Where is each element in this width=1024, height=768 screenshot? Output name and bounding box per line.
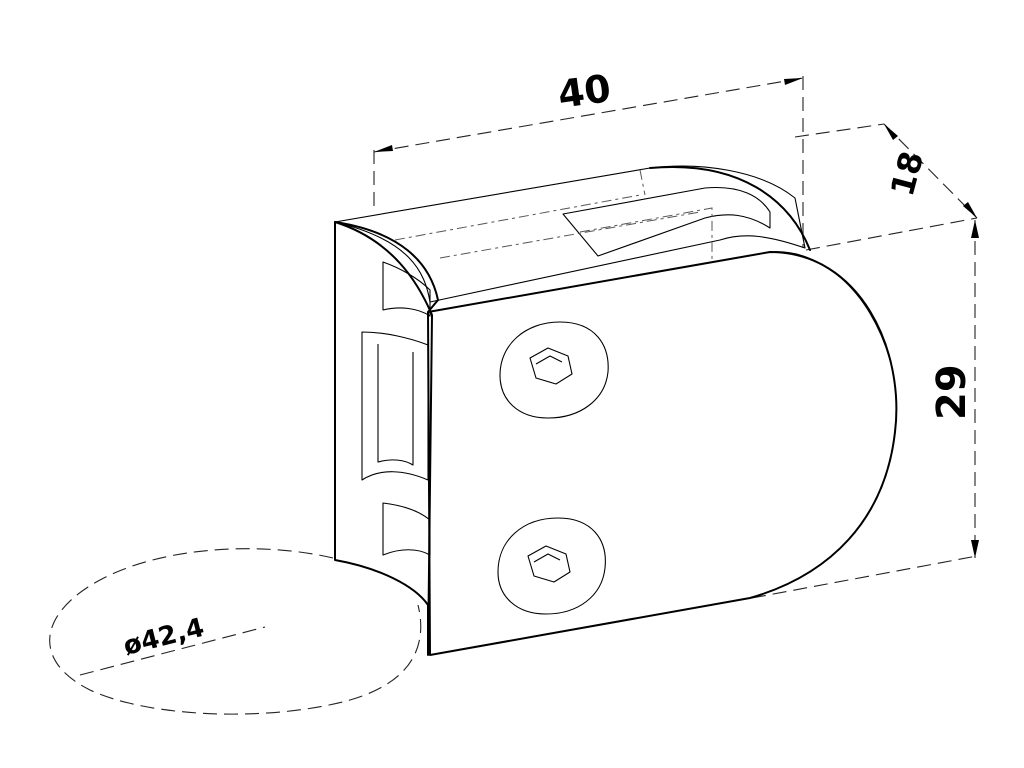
depth-extension-back [794, 123, 885, 138]
rounded-edge-fillet [769, 251, 891, 361]
height-dimension: 29 [751, 220, 979, 599]
screw-lower [497, 517, 606, 615]
front-face [427, 251, 898, 656]
screw-lower-hex-inner [533, 553, 561, 563]
rounded-back-edge [649, 166, 811, 251]
tube-diameter-label: ø42,4 [120, 613, 207, 662]
length-dimension: 40 [373, 66, 804, 248]
top-hidden-line-3 [639, 169, 646, 196]
depth-dimension-line [883, 123, 978, 219]
glass-slot [562, 186, 771, 257]
saddle-pockets [361, 261, 431, 556]
length-dimension-line [373, 77, 804, 153]
depth-label: 18 [883, 147, 931, 200]
pocket-lower [382, 502, 431, 556]
length-arrow-right [784, 78, 803, 85]
depth-dimension: 18 [794, 123, 978, 251]
height-label: 29 [929, 364, 975, 420]
depth-extension-front [805, 217, 978, 251]
height-arrow-bottom [971, 540, 979, 558]
screw-upper [499, 321, 609, 419]
top-hidden-line-2 [439, 211, 701, 259]
length-arrow-left [374, 145, 393, 152]
clamp-body [334, 165, 898, 656]
pocket-middle-inner [377, 344, 414, 466]
top-face [334, 165, 806, 303]
height-arrow-top [971, 220, 979, 238]
saddle-top-curve [334, 221, 439, 313]
height-extension-bottom [751, 555, 978, 599]
depth-arrow-top [884, 124, 898, 140]
length-label: 40 [555, 66, 613, 117]
pocket-upper [382, 261, 431, 317]
depth-arrow-bottom [963, 202, 977, 218]
screw-upper-head-icon [499, 321, 609, 419]
tube-diameter-line [79, 626, 266, 676]
screw-upper-hex-inner [535, 355, 563, 365]
screw-lower-hex-icon [527, 545, 571, 583]
screw-upper-hex-icon [529, 347, 573, 385]
top-hidden-line [394, 194, 641, 241]
pocket-middle [361, 331, 429, 481]
tube-diameter-ellipse [49, 548, 422, 715]
tube-diameter-dimension: ø42,4 [49, 548, 422, 715]
glass-slot-hidden-edge [579, 207, 713, 262]
screw-lower-head-icon [497, 517, 606, 615]
